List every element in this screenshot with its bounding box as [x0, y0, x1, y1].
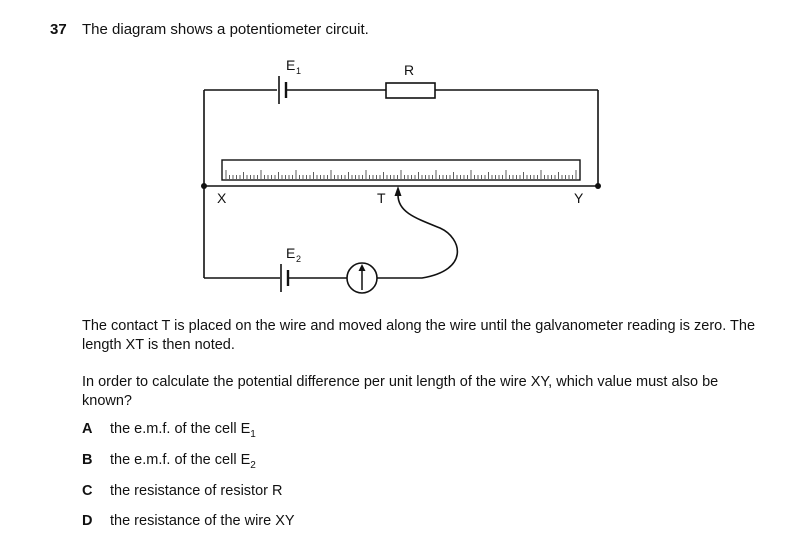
cell-e1-icon — [278, 76, 288, 104]
option-a-letter: A — [82, 421, 93, 437]
label-e2-subscript: 2 — [296, 254, 301, 264]
label-e1: E — [286, 57, 295, 73]
option-b-letter: B — [82, 452, 93, 468]
question-number: 37 — [50, 21, 67, 38]
option-c-text: the resistance of resistor R — [110, 483, 283, 499]
option-c-letter: C — [82, 483, 93, 499]
option-b-text: the e.m.f. of the cell E2 — [110, 452, 256, 471]
label-e1-subscript: 1 — [296, 66, 301, 76]
metre-rule-scale — [221, 159, 581, 181]
option-a-text: the e.m.f. of the cell E1 — [110, 421, 256, 440]
paragraph-question: In order to calculate the potential diff… — [82, 374, 719, 409]
potentiometer-circuit-diagram: E 1 R X T Y E 2 — [201, 57, 601, 294]
label-t: T — [377, 190, 386, 206]
label-x: X — [217, 190, 227, 206]
junction-x-dot — [201, 183, 207, 189]
label-e2: E — [286, 245, 295, 261]
jockey-lead — [377, 194, 459, 279]
galvanometer-icon — [346, 262, 378, 294]
sliding-contact-arrow-icon — [394, 186, 402, 196]
paragraph-procedure: The contact T is placed on the wire and … — [82, 318, 756, 353]
option-d-letter: D — [82, 513, 93, 529]
junction-y-dot — [595, 183, 601, 189]
resistor-r-icon — [385, 82, 436, 99]
label-y: Y — [574, 190, 584, 206]
option-d-text: the resistance of the wire XY — [110, 513, 295, 529]
cell-e2-icon — [280, 264, 290, 292]
label-r: R — [404, 62, 414, 78]
question-stem: The diagram shows a potentiometer circui… — [82, 21, 369, 38]
